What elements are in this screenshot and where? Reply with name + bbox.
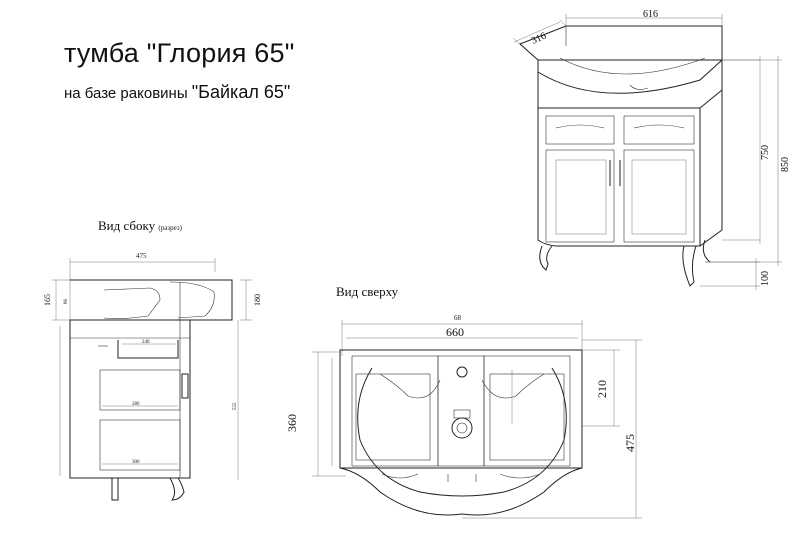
iso-door-right bbox=[623, 149, 695, 243]
iso-door-left bbox=[545, 149, 615, 243]
dim-top-h475: 475 bbox=[623, 434, 637, 452]
top-frame-center bbox=[437, 355, 485, 467]
top-drain bbox=[451, 417, 473, 439]
iso-basin-rim bbox=[519, 25, 723, 61]
dim-side-h165: 165 bbox=[43, 294, 52, 306]
side-view: 475 165 86 180 555 240 280 300 bbox=[43, 252, 262, 501]
dim-side-s86: 86 bbox=[64, 299, 69, 305]
top-view: 68 660 360 210 475 bbox=[285, 314, 642, 519]
top-frame-right bbox=[483, 355, 571, 467]
dim-side-s280: 280 bbox=[132, 402, 140, 407]
top-front-curve bbox=[339, 467, 583, 516]
dim-side-width: 475 bbox=[136, 252, 147, 260]
dim-side-s300: 300 bbox=[132, 460, 140, 465]
dim-iso-depth: 316 bbox=[530, 31, 548, 47]
top-view-caption: Вид сверху bbox=[336, 284, 399, 299]
iso-leg-front-right bbox=[682, 245, 697, 287]
iso-leg-front-left bbox=[539, 245, 553, 271]
side-view-label: Вид сбоку bbox=[98, 218, 156, 233]
drawing-title: тумба "Глория 65" bbox=[64, 38, 295, 68]
dim-top-h360: 360 bbox=[285, 414, 299, 432]
side-foot-back bbox=[111, 478, 119, 501]
side-cabinet bbox=[69, 319, 191, 479]
iso-basin-front bbox=[537, 59, 723, 94]
subtitle-model: "Байкал 65" bbox=[191, 82, 291, 102]
top-tap-hole bbox=[456, 366, 468, 378]
dim-side-s240: 240 bbox=[142, 340, 150, 345]
dim-iso-width: 616 bbox=[643, 9, 658, 20]
side-door-handle bbox=[181, 373, 189, 399]
side-drawer bbox=[117, 340, 179, 359]
iso-drawer-right bbox=[623, 115, 695, 145]
dim-side-h180: 180 bbox=[253, 294, 262, 306]
side-shelf-lower bbox=[99, 419, 181, 471]
side-foot-front bbox=[169, 477, 185, 501]
dim-top-h210: 210 bbox=[595, 380, 609, 398]
side-view-note: (разрез) bbox=[158, 224, 182, 232]
side-basin bbox=[70, 279, 233, 321]
dim-iso-h100: 100 bbox=[760, 271, 771, 286]
top-countertop bbox=[339, 349, 583, 469]
isometric-view: 616 316 750 850 100 bbox=[512, 9, 791, 290]
drawing-subtitle: на базе раковины "Байкал 65" bbox=[64, 82, 290, 103]
iso-leg-back bbox=[702, 239, 711, 263]
dim-top-w68: 68 bbox=[454, 314, 462, 322]
top-handles bbox=[381, 473, 541, 482]
top-basin-bowl bbox=[357, 367, 567, 497]
iso-drawer-left bbox=[545, 115, 615, 145]
side-shelf-upper bbox=[99, 369, 181, 411]
subtitle-prefix: на базе раковины bbox=[64, 85, 192, 102]
side-view-caption: Вид сбоку (разрез) bbox=[98, 218, 182, 234]
dim-iso-h850: 850 bbox=[780, 157, 791, 172]
dim-top-w660: 660 bbox=[446, 325, 464, 339]
dim-side-s555: 555 bbox=[233, 402, 238, 410]
iso-cabinet-body bbox=[537, 60, 723, 247]
dim-iso-h750: 750 bbox=[760, 145, 771, 160]
